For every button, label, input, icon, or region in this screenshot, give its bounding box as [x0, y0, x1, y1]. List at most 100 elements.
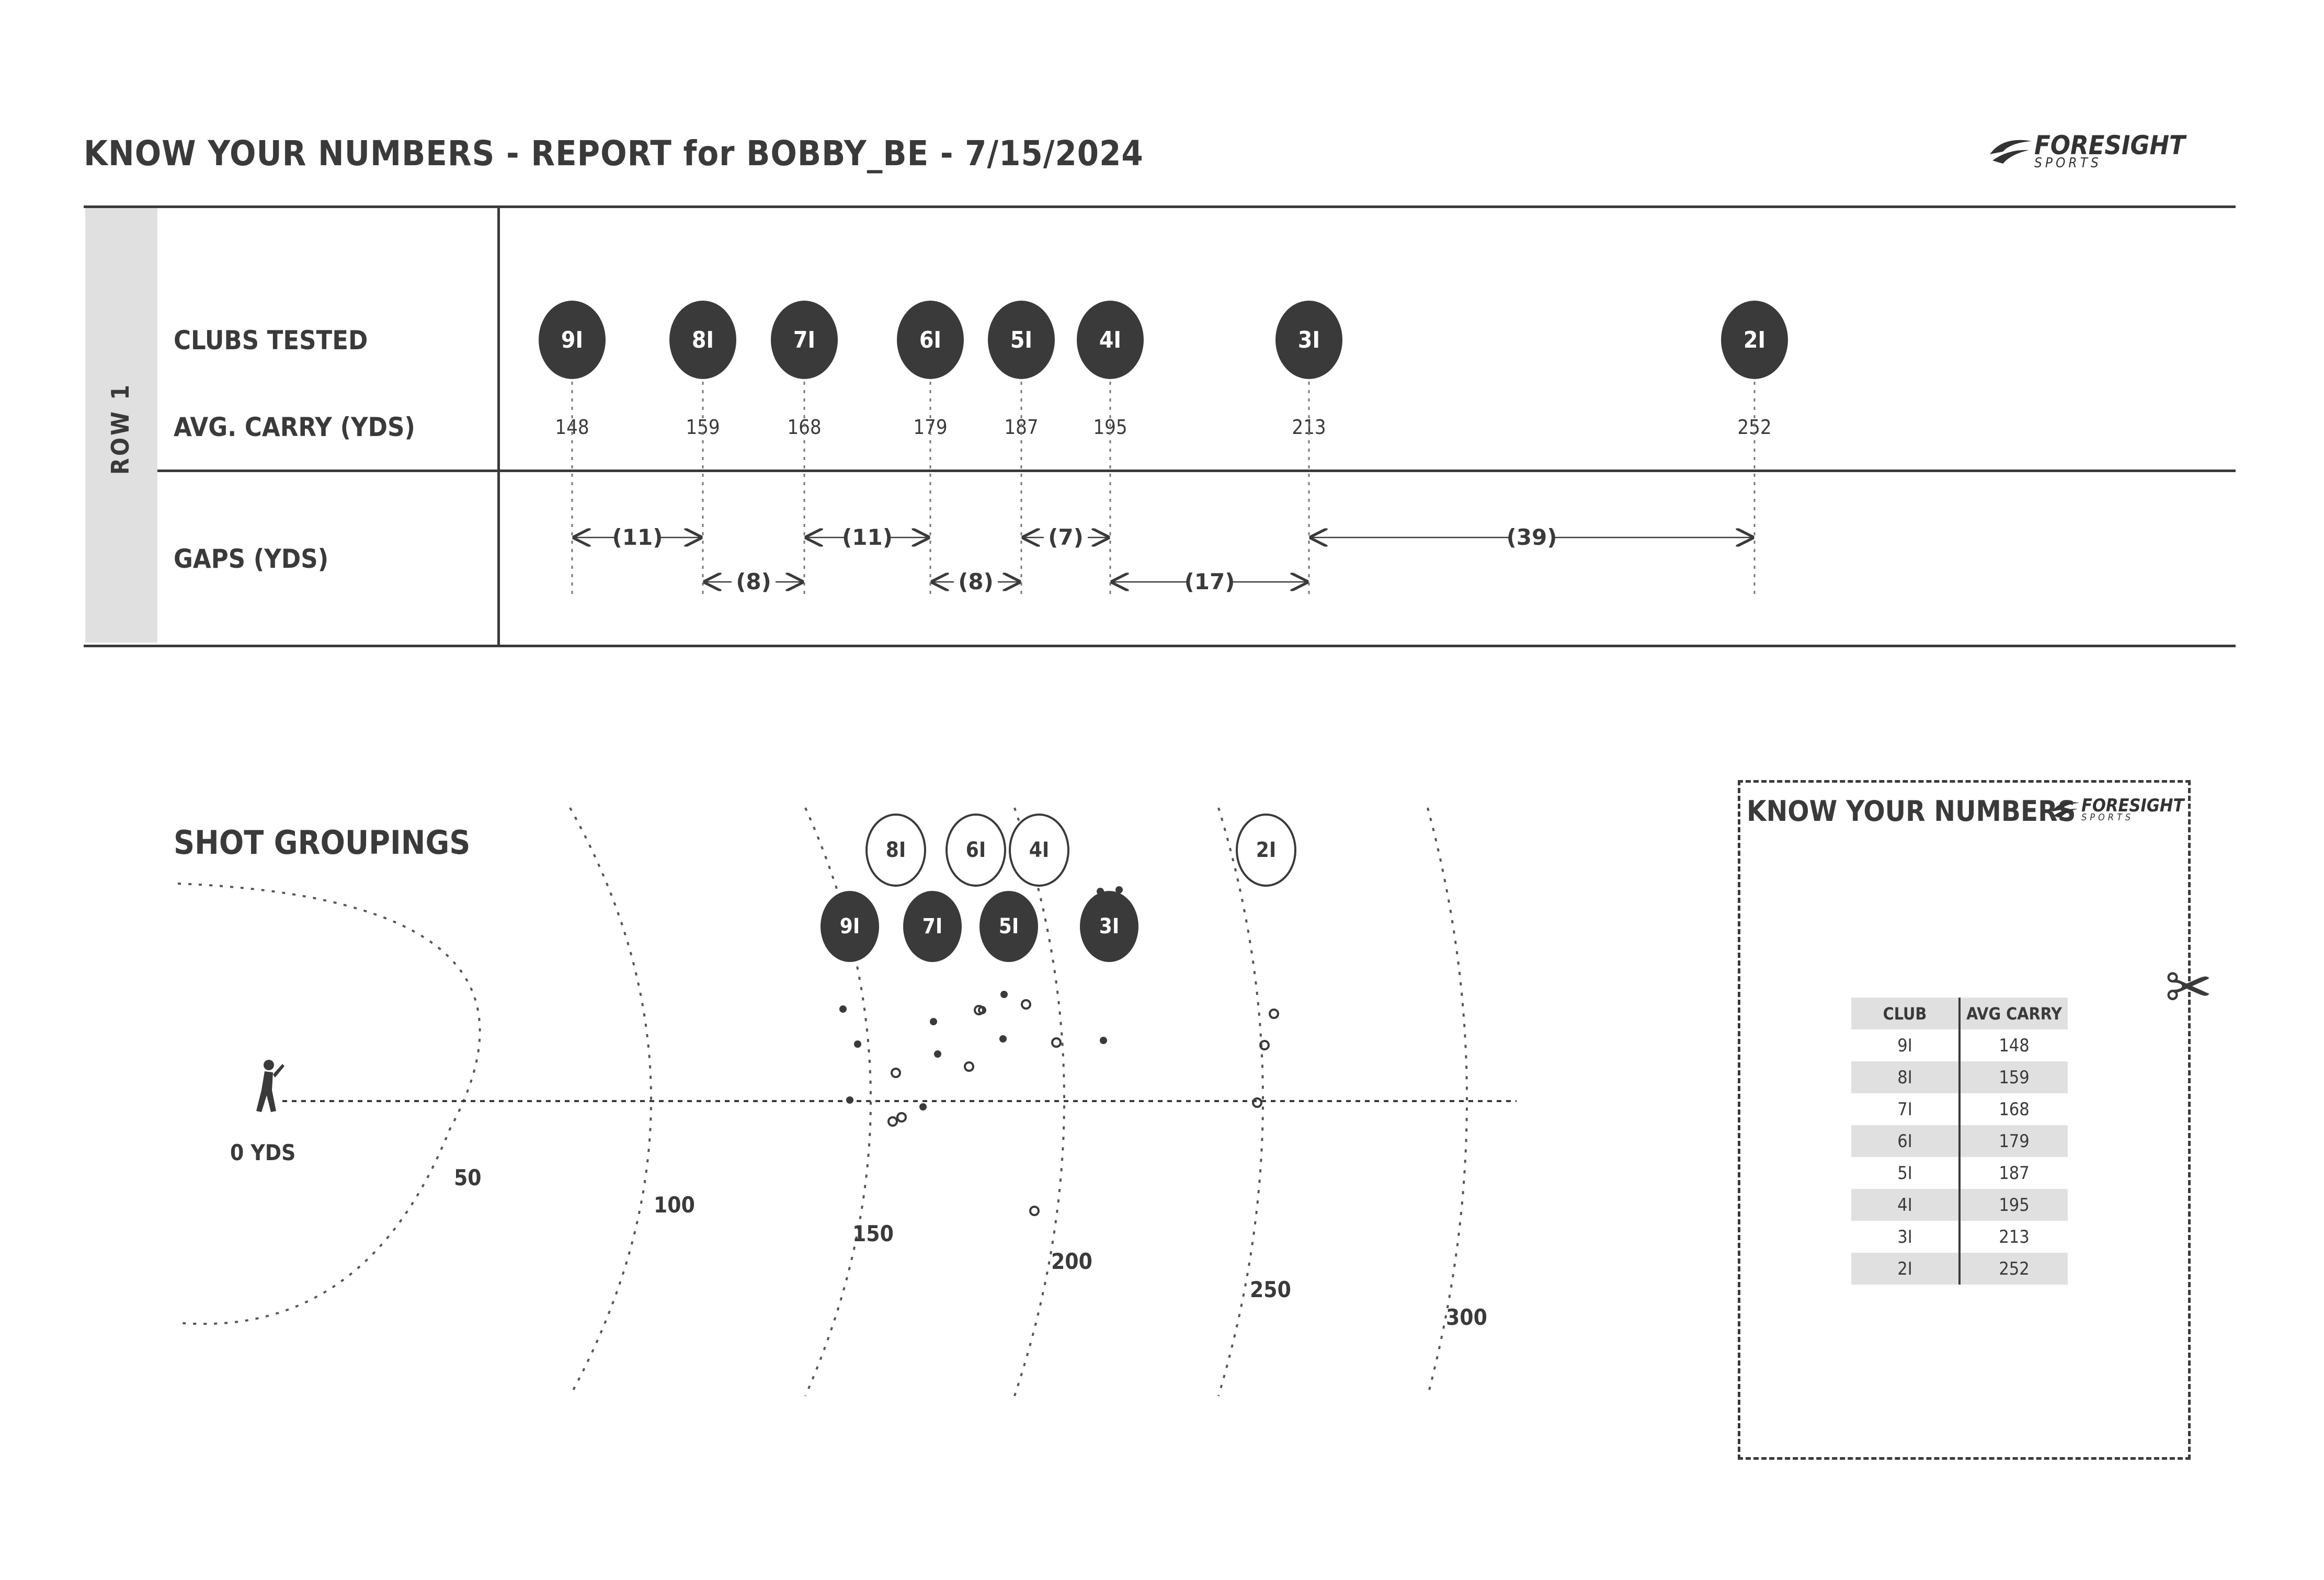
table-cell-club: 4I: [1851, 1189, 1961, 1221]
gap-label-3: (8): [958, 569, 994, 594]
table-cell-club: 9I: [1851, 1029, 1961, 1061]
filled-marker-2: [979, 891, 1038, 962]
golfer-icon: [256, 1060, 284, 1112]
gaps-label: GAPS (YDS): [174, 544, 329, 574]
distance-label-250: 250: [1250, 1277, 1291, 1302]
logo-sub: SPORTS: [2034, 155, 2102, 171]
outlined-marker-3: [1236, 814, 1296, 887]
gap-label-4: (7): [1048, 524, 1084, 550]
table-cell-carry: 148: [1999, 1035, 2030, 1056]
distance-label-50: 50: [454, 1165, 482, 1190]
table-cell-carry: 195: [1960, 1189, 2068, 1221]
gap-label-1: (8): [736, 569, 771, 594]
cutout-title: KNOW YOUR NUMBERS: [1747, 795, 2076, 828]
table-cell-carry: 187: [1999, 1162, 2030, 1184]
table-cell-carry: 159: [1960, 1061, 2068, 1093]
foresight-logo: FORESIGHT SPORTS: [1987, 130, 2185, 171]
club-oval-6: 3I: [1275, 301, 1342, 379]
outlined-marker-1: [945, 814, 1006, 887]
cutout-foresight-logo: FORESIGHT SPORTS: [2050, 797, 2184, 822]
table-top-rule: [84, 205, 2236, 208]
gap-label-bg-5: [1188, 568, 1232, 596]
gap-label-bg-0: [616, 524, 659, 551]
outlined-marker-label-1: 6I: [965, 838, 986, 862]
outlined-marker-label-0: 8I: [885, 838, 906, 862]
filled-marker-3: [1080, 891, 1138, 962]
club-oval-2: 7I: [771, 301, 838, 379]
row-tab: [85, 208, 157, 643]
table-cell-carry: 179: [1960, 1125, 2068, 1157]
distance-label-150: 150: [852, 1221, 894, 1246]
distance-label-300: 300: [1446, 1304, 1487, 1330]
club-oval-1: 8I: [669, 301, 736, 379]
cutout-logo-brand: FORESIGHT: [2081, 795, 2184, 816]
club-oval-5: 4I: [1077, 301, 1144, 379]
arc-50: [177, 883, 481, 1325]
club-oval-7: 2I: [1721, 301, 1788, 379]
table-col-divider: [497, 208, 500, 646]
table-mid-rule: [157, 470, 2236, 472]
distance-label-100: 100: [654, 1192, 695, 1218]
table-cell-carry: 252: [1960, 1253, 2068, 1285]
table-cell-carry: 168: [1999, 1098, 2030, 1120]
cutout-card: [1738, 780, 2191, 1460]
shot-groupings-title: SHOT GROUPINGS: [174, 823, 471, 862]
gap-label-0: (11): [612, 524, 663, 550]
table-cell-club: 2I: [1851, 1253, 1961, 1285]
table-header-club: CLUB: [1851, 998, 1961, 1029]
foresight-logo-icon: [2052, 802, 2080, 818]
table-row: 5I 187: [1851, 1157, 2068, 1189]
filled-marker-label-3: 3I: [1099, 914, 1120, 938]
outlined-marker-0: [865, 814, 926, 887]
filled-marker-label-0: 9I: [839, 914, 860, 938]
arc-300: [1427, 807, 1468, 1396]
table-row: 7I 168: [1851, 1093, 2068, 1125]
club-oval-0: 9I: [539, 301, 606, 379]
gap-label-6: (39): [1507, 524, 1557, 550]
table-cell-club: 6I: [1851, 1125, 1961, 1157]
filled-marker-0: [821, 891, 879, 962]
origin-label: 0 YDS: [230, 1140, 296, 1165]
table-header-avg-carry: AVG CARRY: [1960, 998, 2068, 1029]
clubs-tested-label: CLUBS TESTED: [174, 325, 368, 356]
logo-brand: FORESIGHT: [2034, 130, 2185, 161]
arc-100: [569, 807, 652, 1396]
table-cell-club: 7I: [1851, 1093, 1961, 1125]
table-row: 9I 148: [1851, 1029, 2068, 1061]
outlined-marker-2: [1009, 814, 1069, 887]
foresight-logo-icon: [1990, 140, 2032, 164]
gap-label-5: (17): [1184, 569, 1235, 594]
table-cell-club: 5I: [1851, 1157, 1961, 1189]
scissors-icon[interactable]: ✂: [2165, 952, 2213, 1024]
distance-label-200: 200: [1051, 1249, 1092, 1274]
club-oval-3: 6I: [897, 301, 964, 379]
gap-diagram: (11) (8) (11) (8) (7) (17) (39): [571, 382, 1756, 596]
gap-label-bg-6: [1510, 524, 1554, 551]
arc-150: [804, 807, 872, 1396]
table-cell-carry: 213: [1999, 1226, 2030, 1247]
avg-carry-label: AVG. CARRY (YDS): [174, 412, 415, 442]
gap-label-bg-2: [845, 524, 890, 551]
table-row: 3I 213: [1851, 1221, 2068, 1253]
gap-label-bg-1: [732, 568, 776, 596]
table-cell-club: 3I: [1851, 1221, 1961, 1253]
filled-marker-1: [903, 891, 962, 962]
report-title: KNOW YOUR NUMBERS - REPORT for BOBBY_BE …: [84, 133, 1144, 174]
filled-marker-label-1: 7I: [922, 914, 943, 938]
outlined-marker-label-3: 2I: [1256, 838, 1277, 862]
gap-label-bg-3: [954, 568, 998, 596]
cutout-logo-sub: SPORTS: [2081, 812, 2134, 823]
shot-grouping-chart: [177, 807, 1517, 1396]
outlined-marker-label-2: 4I: [1029, 838, 1050, 862]
club-oval-4: 5I: [988, 301, 1055, 379]
gap-label-2: (11): [842, 524, 893, 550]
table-cell-club: 8I: [1851, 1061, 1961, 1093]
filled-marker-label-2: 5I: [998, 914, 1019, 938]
table-bottom-rule: [84, 645, 2236, 647]
gap-label-bg-4: [1044, 524, 1088, 551]
